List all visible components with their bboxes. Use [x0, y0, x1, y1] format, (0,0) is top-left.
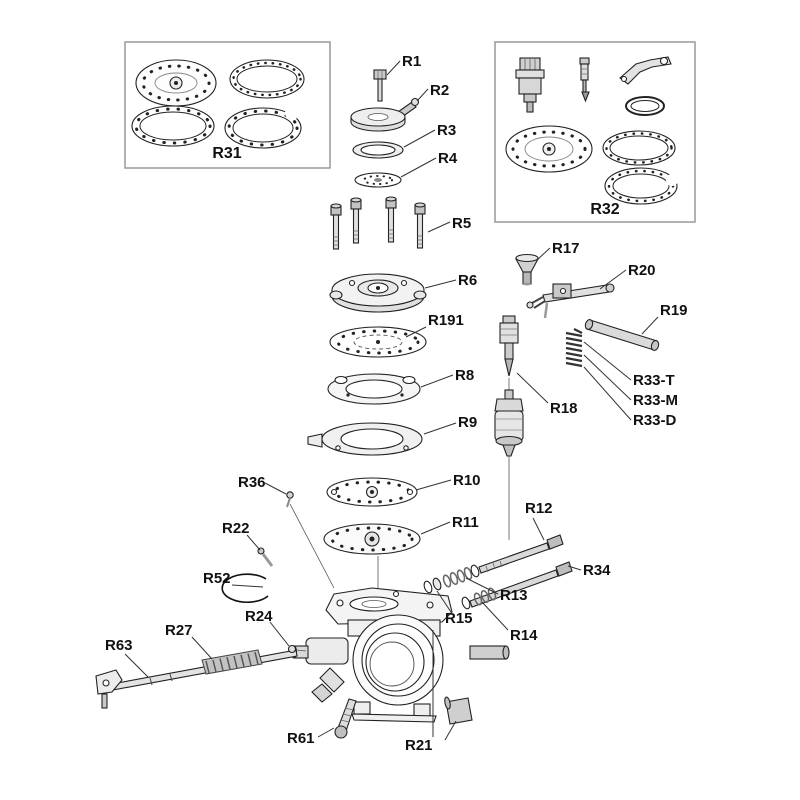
- label-r2: R2: [430, 82, 449, 99]
- part-r24-ball: [287, 644, 307, 654]
- lever-part: [619, 56, 672, 85]
- label-r31: R31: [212, 145, 241, 162]
- label-r11: R11: [452, 514, 479, 531]
- label-r33t: R33-T: [633, 372, 675, 389]
- label-r34: R34: [583, 562, 611, 579]
- label-r10: R10: [453, 472, 481, 489]
- label-r61: R61: [287, 730, 315, 747]
- part-r11-diaphragm: [323, 523, 421, 555]
- label-r21: R21: [405, 737, 433, 754]
- label-r33m: R33-M: [633, 392, 678, 409]
- inset-box-r31: R31: [124, 41, 331, 169]
- part-r61-screw: [334, 698, 357, 739]
- c-gasket-part: [224, 106, 302, 149]
- label-r15: R15: [445, 610, 473, 627]
- label-r19: R19: [660, 302, 688, 319]
- label-r52: R52: [203, 570, 231, 587]
- part-r6-pump-body: [329, 273, 427, 313]
- gasket-part: [229, 59, 305, 99]
- label-r17: R17: [552, 240, 580, 257]
- label-r20: R20: [628, 262, 656, 279]
- part-r5-screws: [330, 196, 426, 250]
- label-r1: R1: [402, 53, 421, 70]
- label-r33d: R33-D: [633, 412, 677, 429]
- label-r14: R14: [510, 627, 538, 644]
- part-r27-spring: [201, 649, 263, 675]
- part-r191-gasket: [329, 326, 427, 358]
- label-r18: R18: [550, 400, 578, 417]
- inset-box-r32: R32: [494, 41, 696, 223]
- part-r9-spacer: [307, 422, 423, 456]
- part-check-valve-assembly: [494, 389, 524, 540]
- part-r63-throttle-shaft: [95, 649, 298, 709]
- part-r52-wire-clip: [221, 573, 269, 604]
- valve-seat-assembly: [515, 57, 545, 113]
- diaphragm-part: [505, 125, 593, 173]
- label-r24: R24: [245, 608, 273, 625]
- part-r34-screw: [461, 561, 573, 610]
- part-carburetor-body: [290, 587, 453, 723]
- part-r2-pump-cover: [350, 97, 420, 132]
- label-r22: R22: [222, 520, 250, 537]
- label-r63: R63: [105, 637, 133, 654]
- part-r4-gasket: [354, 172, 402, 188]
- part-r20-lever: [526, 283, 615, 319]
- label-r36: R36: [238, 474, 266, 491]
- o-ring-part: [625, 96, 665, 116]
- part-labels: R1 R2 R3 R4 R5 R6 R191 R8 R9 R10 R11 R12…: [105, 53, 688, 754]
- label-r32: R32: [590, 201, 619, 218]
- inlet-needle-part: [579, 57, 590, 103]
- part-r17-check-valve: [515, 253, 539, 286]
- part-r8-plate: [327, 373, 421, 405]
- part-r10-gasket: [326, 477, 418, 507]
- leader-lines: [124, 60, 659, 741]
- part-r15-washers: [423, 564, 480, 594]
- label-r6: R6: [458, 272, 477, 289]
- part-r36-screw: [286, 491, 335, 589]
- label-r4: R4: [438, 150, 458, 167]
- part-r19-pin: [584, 319, 660, 351]
- part-r14-spring-washer: [473, 587, 497, 606]
- c-gasket-part: [604, 167, 678, 205]
- part-r3-ring: [352, 141, 404, 159]
- label-r13: R13: [500, 587, 528, 604]
- label-r191: R191: [428, 312, 464, 329]
- label-r12: R12: [525, 500, 553, 517]
- label-r8: R8: [455, 367, 474, 384]
- part-r1-nut: [373, 69, 387, 102]
- part-r22-pin: [257, 547, 274, 567]
- part-r21-plugs: [444, 645, 510, 725]
- label-r5: R5: [452, 215, 471, 232]
- diaphragm-part: [135, 59, 217, 107]
- part-r12-screw: [478, 534, 564, 574]
- gasket-part: [131, 105, 215, 147]
- gasket-part: [602, 130, 676, 166]
- label-r9: R9: [458, 414, 477, 431]
- part-r13-spring: [442, 567, 473, 588]
- label-r27: R27: [165, 622, 193, 639]
- part-r18-needle: [499, 315, 519, 390]
- label-r3: R3: [437, 122, 456, 139]
- part-r33-spring: [565, 328, 583, 368]
